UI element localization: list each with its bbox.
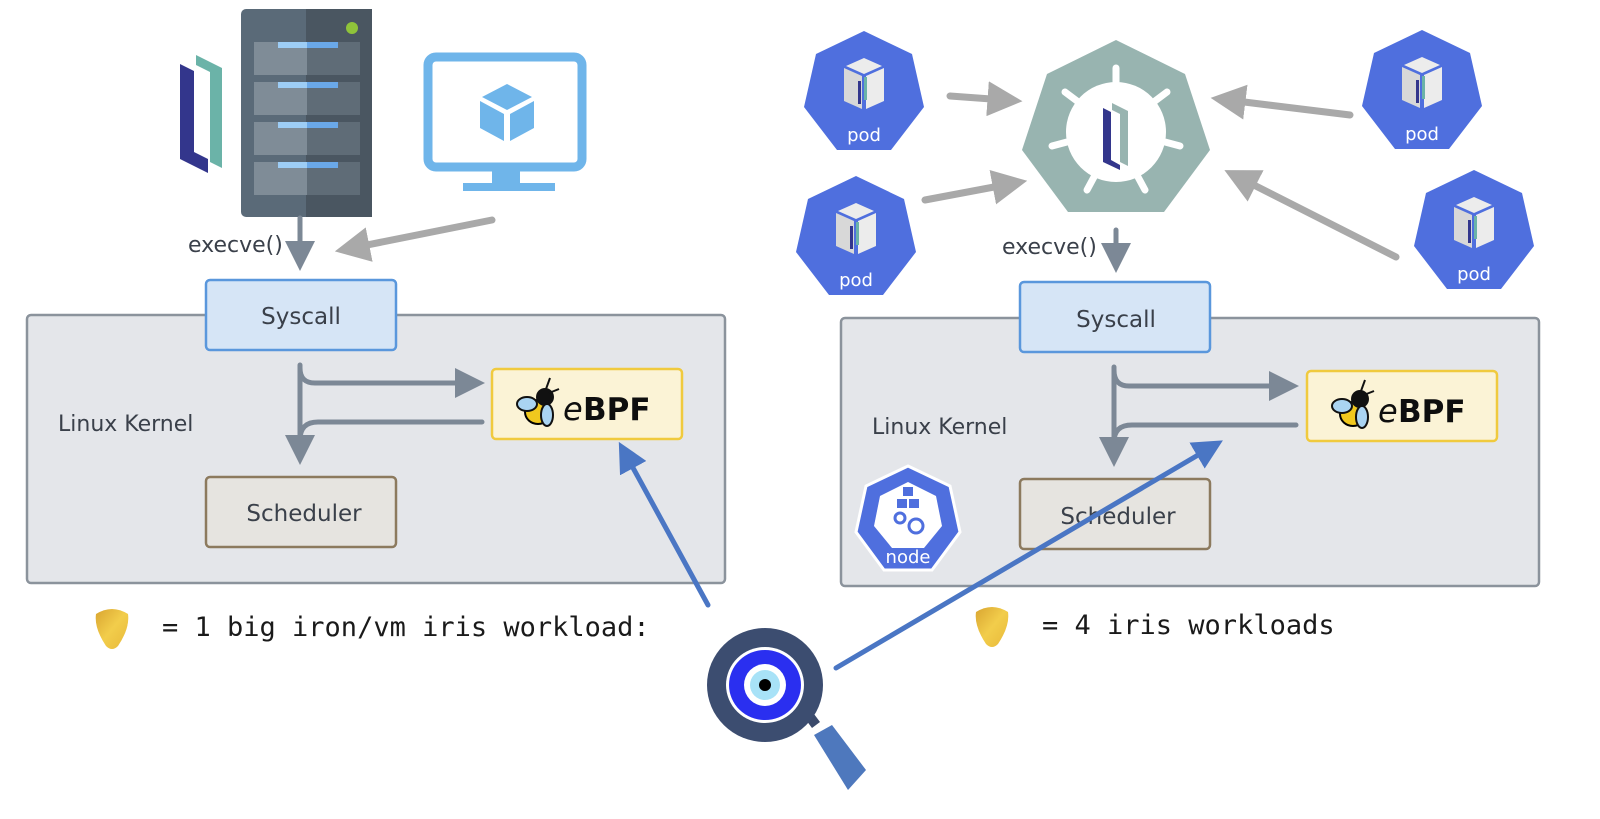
syscall-to-ebpf-arrow	[297, 365, 485, 398]
syscall-label: Syscall	[1076, 307, 1156, 333]
corn-kernel-icon	[975, 607, 1009, 647]
pod-label: pod	[1457, 264, 1491, 285]
legend-left-text: = 1 big iron/vm iris workload:	[162, 612, 650, 643]
kubernetes-helm-icon	[1022, 40, 1210, 212]
pod-arrow	[1224, 170, 1400, 261]
ebpf-return-line	[297, 419, 485, 443]
syscall-box	[204, 278, 398, 352]
node-label: node	[886, 547, 931, 568]
linux-kernel-label: Linux Kernel	[872, 415, 1007, 440]
ebpf-prefix: e	[563, 390, 583, 428]
pod-label: pod	[847, 125, 881, 146]
monitor-cube-icon	[423, 52, 587, 191]
execve-label: execve()	[188, 233, 283, 258]
ebpf-bee-icon	[1331, 379, 1375, 429]
kubernetes-node-icon: node	[854, 464, 962, 572]
server-rack-icon	[241, 9, 372, 217]
pod-icon: pod	[804, 31, 924, 150]
pod-icon: pod	[796, 176, 916, 295]
pod-icon: pod	[1362, 30, 1482, 149]
linux-kernel-label: Linux Kernel	[58, 412, 193, 437]
pod-arrow	[1210, 84, 1354, 120]
pod-label: pod	[1405, 124, 1439, 145]
pod-icon: pod	[1414, 170, 1534, 289]
ebpf-prefix: e	[1378, 392, 1398, 430]
eye-magnifier-icon	[707, 628, 866, 790]
pod-arrow	[921, 170, 1028, 205]
execve-label: execve()	[1002, 235, 1097, 260]
vm-to-execve-arrow	[334, 216, 496, 262]
left-panel: execve() Linux Kernel Syscall e BPF Sche…	[25, 9, 727, 649]
syscall-to-ebpf-arrow	[1111, 367, 1299, 401]
corn-kernel-icon	[95, 609, 129, 649]
observer-arrow-left	[618, 441, 711, 608]
pod-label: pod	[839, 270, 873, 291]
syscall-box	[1018, 280, 1212, 354]
syscall-label: Syscall	[261, 304, 341, 330]
pod-arrow	[946, 81, 1023, 117]
ebpf-return-line	[1111, 422, 1299, 445]
right-panel: pod pod pod pod	[796, 30, 1541, 671]
iris-logo-icon	[180, 55, 222, 173]
legend-right-text: = 4 iris workloads	[1042, 610, 1335, 641]
scheduler-label: Scheduler	[246, 501, 362, 527]
ebpf-label: BPF	[1398, 394, 1466, 430]
ebpf-bee-icon	[516, 377, 560, 427]
observer-arrow-right	[833, 440, 1223, 671]
scheduler-box	[204, 475, 398, 549]
ebpf-label: BPF	[583, 392, 651, 428]
